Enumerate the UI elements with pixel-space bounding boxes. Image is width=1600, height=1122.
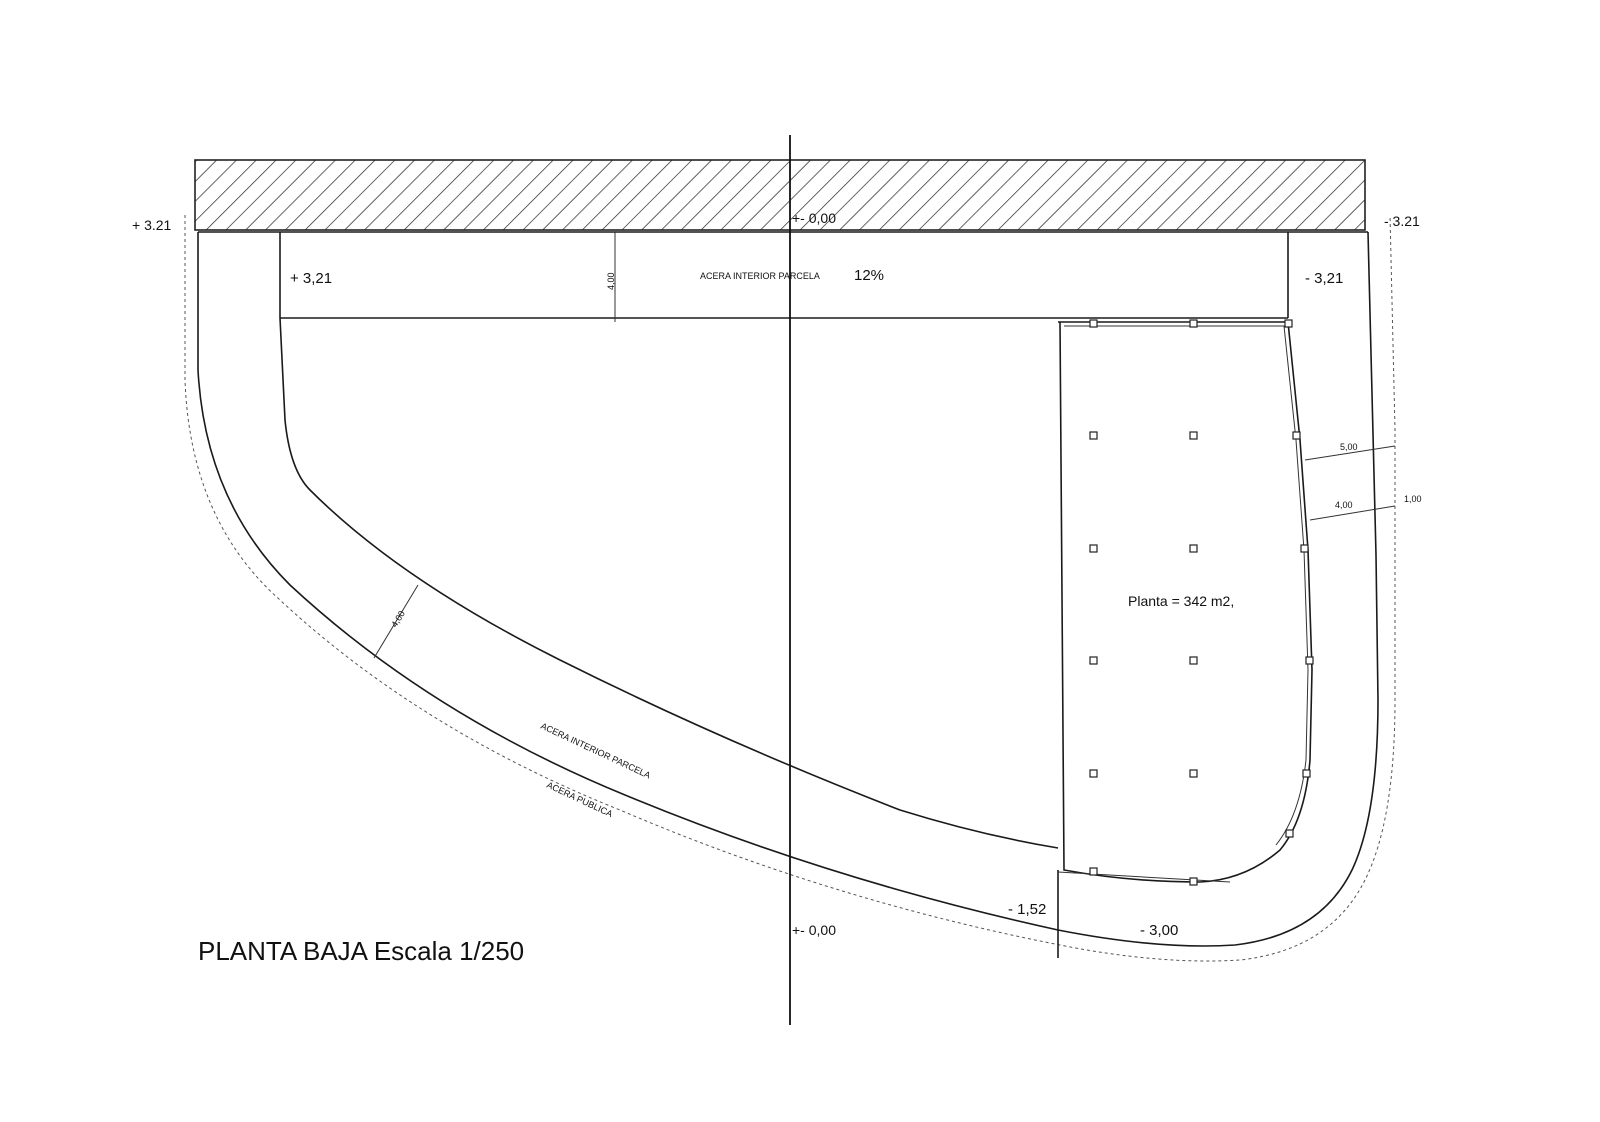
pillar xyxy=(1089,431,1098,440)
pillar xyxy=(1302,769,1311,778)
building-area-label: Planta = 342 m2, xyxy=(1128,593,1234,609)
building-footprint-inner xyxy=(1064,325,1309,846)
hatched-boundary xyxy=(194,159,1366,231)
sidewalk-top-label: ACERA INTERIOR PARCELA xyxy=(700,271,820,281)
level-top-right-inner: - 3,21 xyxy=(1305,270,1343,287)
dimension-right-2: 4,00 xyxy=(1335,500,1353,510)
drawing-title: PLANTA BAJA Escala 1/250 xyxy=(198,936,524,966)
pillar xyxy=(1189,431,1198,440)
pillar xyxy=(1285,829,1294,838)
dimension-right-1: 5,00 xyxy=(1340,442,1358,452)
level-top-right-outer: - 3.21 xyxy=(1384,213,1420,229)
pillar xyxy=(1300,544,1309,553)
slope-label: 12% xyxy=(854,267,884,284)
dimension-line-curve xyxy=(373,584,419,659)
interior-sidewalk-curve-edge xyxy=(279,317,1059,849)
pillar xyxy=(1089,319,1098,328)
building-lower-divider xyxy=(1057,871,1231,883)
sidewalk-curve-label: ACERA INTERIOR PARCELA xyxy=(539,721,652,781)
pillar xyxy=(1089,769,1098,778)
pillar xyxy=(1189,544,1198,553)
dimension-line-right-2 xyxy=(1309,505,1396,521)
dimension-curve-width: 4,00 xyxy=(389,609,407,629)
pillar xyxy=(1089,867,1098,876)
pillar xyxy=(1189,656,1198,665)
pillar xyxy=(1089,656,1098,665)
level-building-lower-left: - 1,52 xyxy=(1008,901,1046,918)
pillar xyxy=(1189,877,1198,886)
pillar xyxy=(1284,319,1293,328)
level-axis-top: +- 0,00 xyxy=(792,210,836,226)
dimension-line-right-1 xyxy=(1304,445,1396,461)
level-axis-bottom: +- 0,00 xyxy=(792,922,836,938)
outer-plot-boundary xyxy=(184,214,1396,962)
dimension-right-3: 1,00 xyxy=(1404,494,1422,504)
level-building-lower: - 3,00 xyxy=(1140,922,1178,939)
level-top-left-inner: + 3,21 xyxy=(290,270,332,287)
pillar xyxy=(1305,656,1314,665)
dimension-top-width: 4,00 xyxy=(606,272,616,290)
pillar xyxy=(1189,319,1198,328)
pillar xyxy=(1189,769,1198,778)
pillars xyxy=(1089,319,1314,886)
pillar xyxy=(1089,544,1098,553)
level-top-left-outer: + 3.21 xyxy=(132,217,172,233)
plot-boundary xyxy=(197,231,1379,947)
pillar xyxy=(1292,431,1301,440)
